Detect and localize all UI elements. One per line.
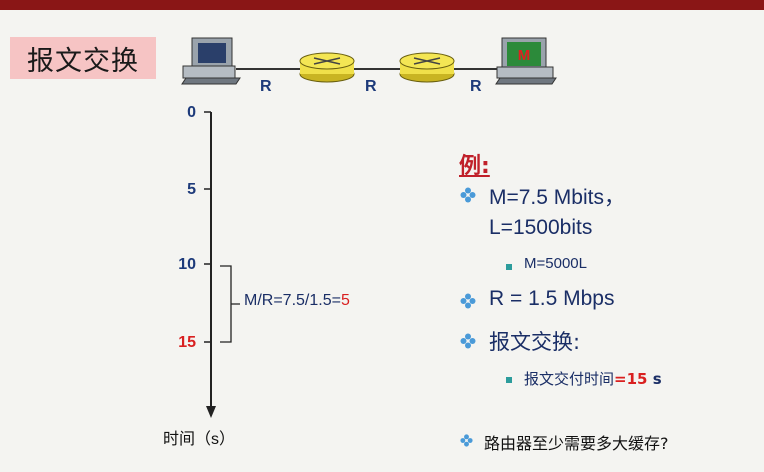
- source-host-icon: [182, 38, 240, 84]
- diamond-bullet-icon: [460, 187, 476, 203]
- dest-message-label: M: [518, 47, 531, 64]
- square-bullet-icon: [506, 377, 512, 383]
- time-axis: [204, 112, 216, 418]
- formula-text: M/R=7.5/1.5=: [244, 292, 341, 309]
- axis-label: 时间（s）: [163, 425, 235, 449]
- link-rate-label-1: R: [260, 78, 272, 96]
- message-in-packets: M=5000L: [524, 255, 587, 272]
- duration-formula: M/R=7.5/1.5=5: [244, 292, 350, 310]
- delivery-time-line: 报文交付时间=15 s: [524, 368, 662, 389]
- axis-arrow-icon: [206, 406, 216, 418]
- link-rate-label-2: R: [365, 78, 377, 96]
- link-rate-line: R = 1.5 Mbps: [489, 287, 614, 311]
- packet-size-line: L=1500bits: [489, 216, 592, 240]
- example-title: 例:: [459, 148, 490, 180]
- router-1-icon: [300, 53, 354, 82]
- time-tick-0: 0: [156, 104, 196, 122]
- diamond-bullet-icon: [460, 293, 476, 309]
- message-switching-line: 报文交换:: [489, 326, 580, 356]
- time-tick-15: 15: [156, 334, 196, 352]
- message-size-line: M=7.5 Mbits，: [489, 181, 625, 211]
- router-2-icon: [400, 53, 454, 82]
- time-tick-10: 10: [156, 256, 196, 274]
- buffer-question: 路由器至少需要多大缓存?: [484, 430, 669, 454]
- diamond-bullet-icon: [460, 333, 476, 349]
- delivery-time-unit: s: [647, 370, 661, 388]
- square-bullet-icon: [506, 264, 512, 270]
- formula-result: 5: [341, 292, 350, 309]
- link-rate-label-3: R: [470, 78, 482, 96]
- time-tick-5: 5: [156, 181, 196, 199]
- duration-bracket: [220, 266, 240, 342]
- delivery-time-value: =15: [614, 370, 647, 388]
- diamond-bullet-icon: [460, 434, 473, 447]
- dest-host-icon: M: [496, 38, 556, 84]
- delivery-time-label: 报文交付时间: [524, 370, 614, 388]
